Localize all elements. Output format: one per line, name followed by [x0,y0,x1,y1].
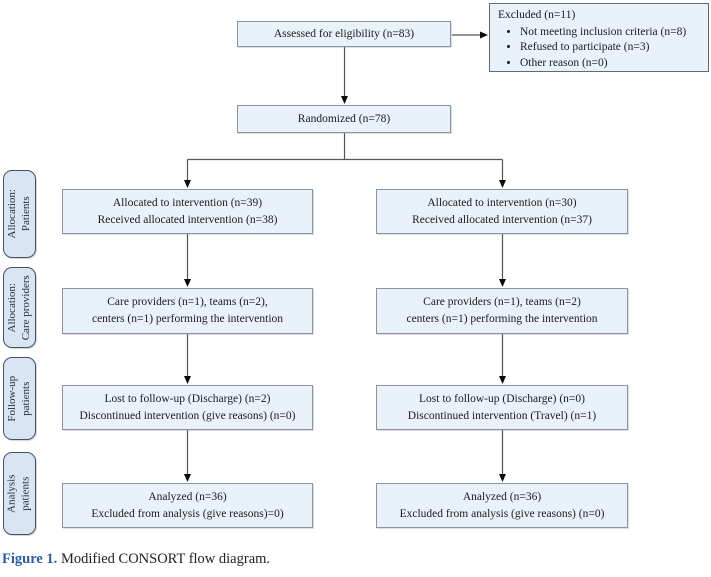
box-randomized: Randomized (n=78) [237,105,451,133]
excluded-title: Excluded (n=11) [498,9,576,21]
box-right-care-providers: Care providers (n=1), teams (n=2) center… [376,288,628,334]
left-followup-line2: Discontinued intervention (give reasons)… [79,409,296,422]
right-allocation-line1: Allocated to intervention (n=30) [427,196,577,209]
box-left-analysis: Analyzed (n=36) Excluded from analysis (… [62,483,313,528]
box-left-allocation: Allocated to intervention (n=39) Receive… [62,189,313,234]
right-analysis-line2: Excluded from analysis (give reasons) (n… [399,507,605,520]
stage-label-analysis-patients: Analysis patients [3,452,36,535]
right-allocation-line2: Received allocated intervention (n=37) [412,213,592,226]
right-followup-line1: Lost to follow-up (Discharge) (n=0) [419,392,585,405]
right-analysis-line1: Analyzed (n=36) [462,490,542,503]
stage-label-allocation-care-providers: Allocation: Care providers [3,267,36,348]
stage-label-line: Allocation: [5,189,18,239]
stage-label-line: patients [19,381,32,416]
assessed-text: Assessed for eligibility (n=83) [273,27,415,40]
stage-label-line: Patients [19,196,32,232]
figure-caption-label: Figure 1. [2,551,58,567]
excluded-reason-list: Not meeting inclusion criteria (n=8) Ref… [498,25,702,72]
figure-caption: Figure 1. Modified CONSORT flow diagram. [2,551,270,568]
box-left-care-providers: Care providers (n=1), teams (n=2), cente… [62,288,313,334]
box-assessed-eligibility: Assessed for eligibility (n=83) [237,21,451,47]
left-care-line1: Care providers (n=1), teams (n=2), [107,296,268,309]
left-analysis-line2: Excluded from analysis (give reasons)=0) [91,507,284,520]
stage-label-allocation-patients: Allocation: Patients [3,170,36,258]
stage-label-line: Follow-up [5,375,18,422]
box-right-analysis: Analyzed (n=36) Excluded from analysis (… [376,483,628,528]
stage-label-line: patients [19,476,32,511]
randomized-text: Randomized (n=78) [297,112,391,125]
left-allocation-line2: Received allocated intervention (n=38) [97,213,278,226]
stage-label-follow-up-patients: Follow-up patients [3,357,36,440]
left-allocation-line1: Allocated to intervention (n=39) [112,196,263,209]
left-followup-line1: Lost to follow-up (Discharge) (n=2) [104,392,271,405]
stage-label-line: Allocation: [5,282,18,333]
stage-label-line: Care providers [19,274,32,341]
left-care-line2: centers (n=1) performing the interventio… [91,313,284,325]
excluded-reason-item: Refused to participate (n=3) [520,40,702,56]
left-analysis-line1: Analyzed (n=36) [148,490,227,503]
excluded-reason-item: Not meeting inclusion criteria (n=8) [520,25,702,41]
excluded-reason-item: Other reason (n=0) [520,56,702,72]
right-care-line2: centers (n=1) performing the interventio… [406,313,598,325]
box-excluded: Excluded (n=11) Not meeting inclusion cr… [489,3,709,72]
figure-caption-text: Modified CONSORT flow diagram. [57,551,271,567]
box-left-follow-up: Lost to follow-up (Discharge) (n=2) Disc… [62,385,313,430]
right-care-line1: Care providers (n=1), teams (n=2) [423,296,581,309]
box-right-follow-up: Lost to follow-up (Discharge) (n=0) Disc… [376,385,628,430]
right-followup-line2: Discontinued intervention (Travel) (n=1) [407,409,597,422]
box-right-allocation: Allocated to intervention (n=30) Receive… [376,189,628,234]
stage-label-line: Analysis [5,474,18,513]
